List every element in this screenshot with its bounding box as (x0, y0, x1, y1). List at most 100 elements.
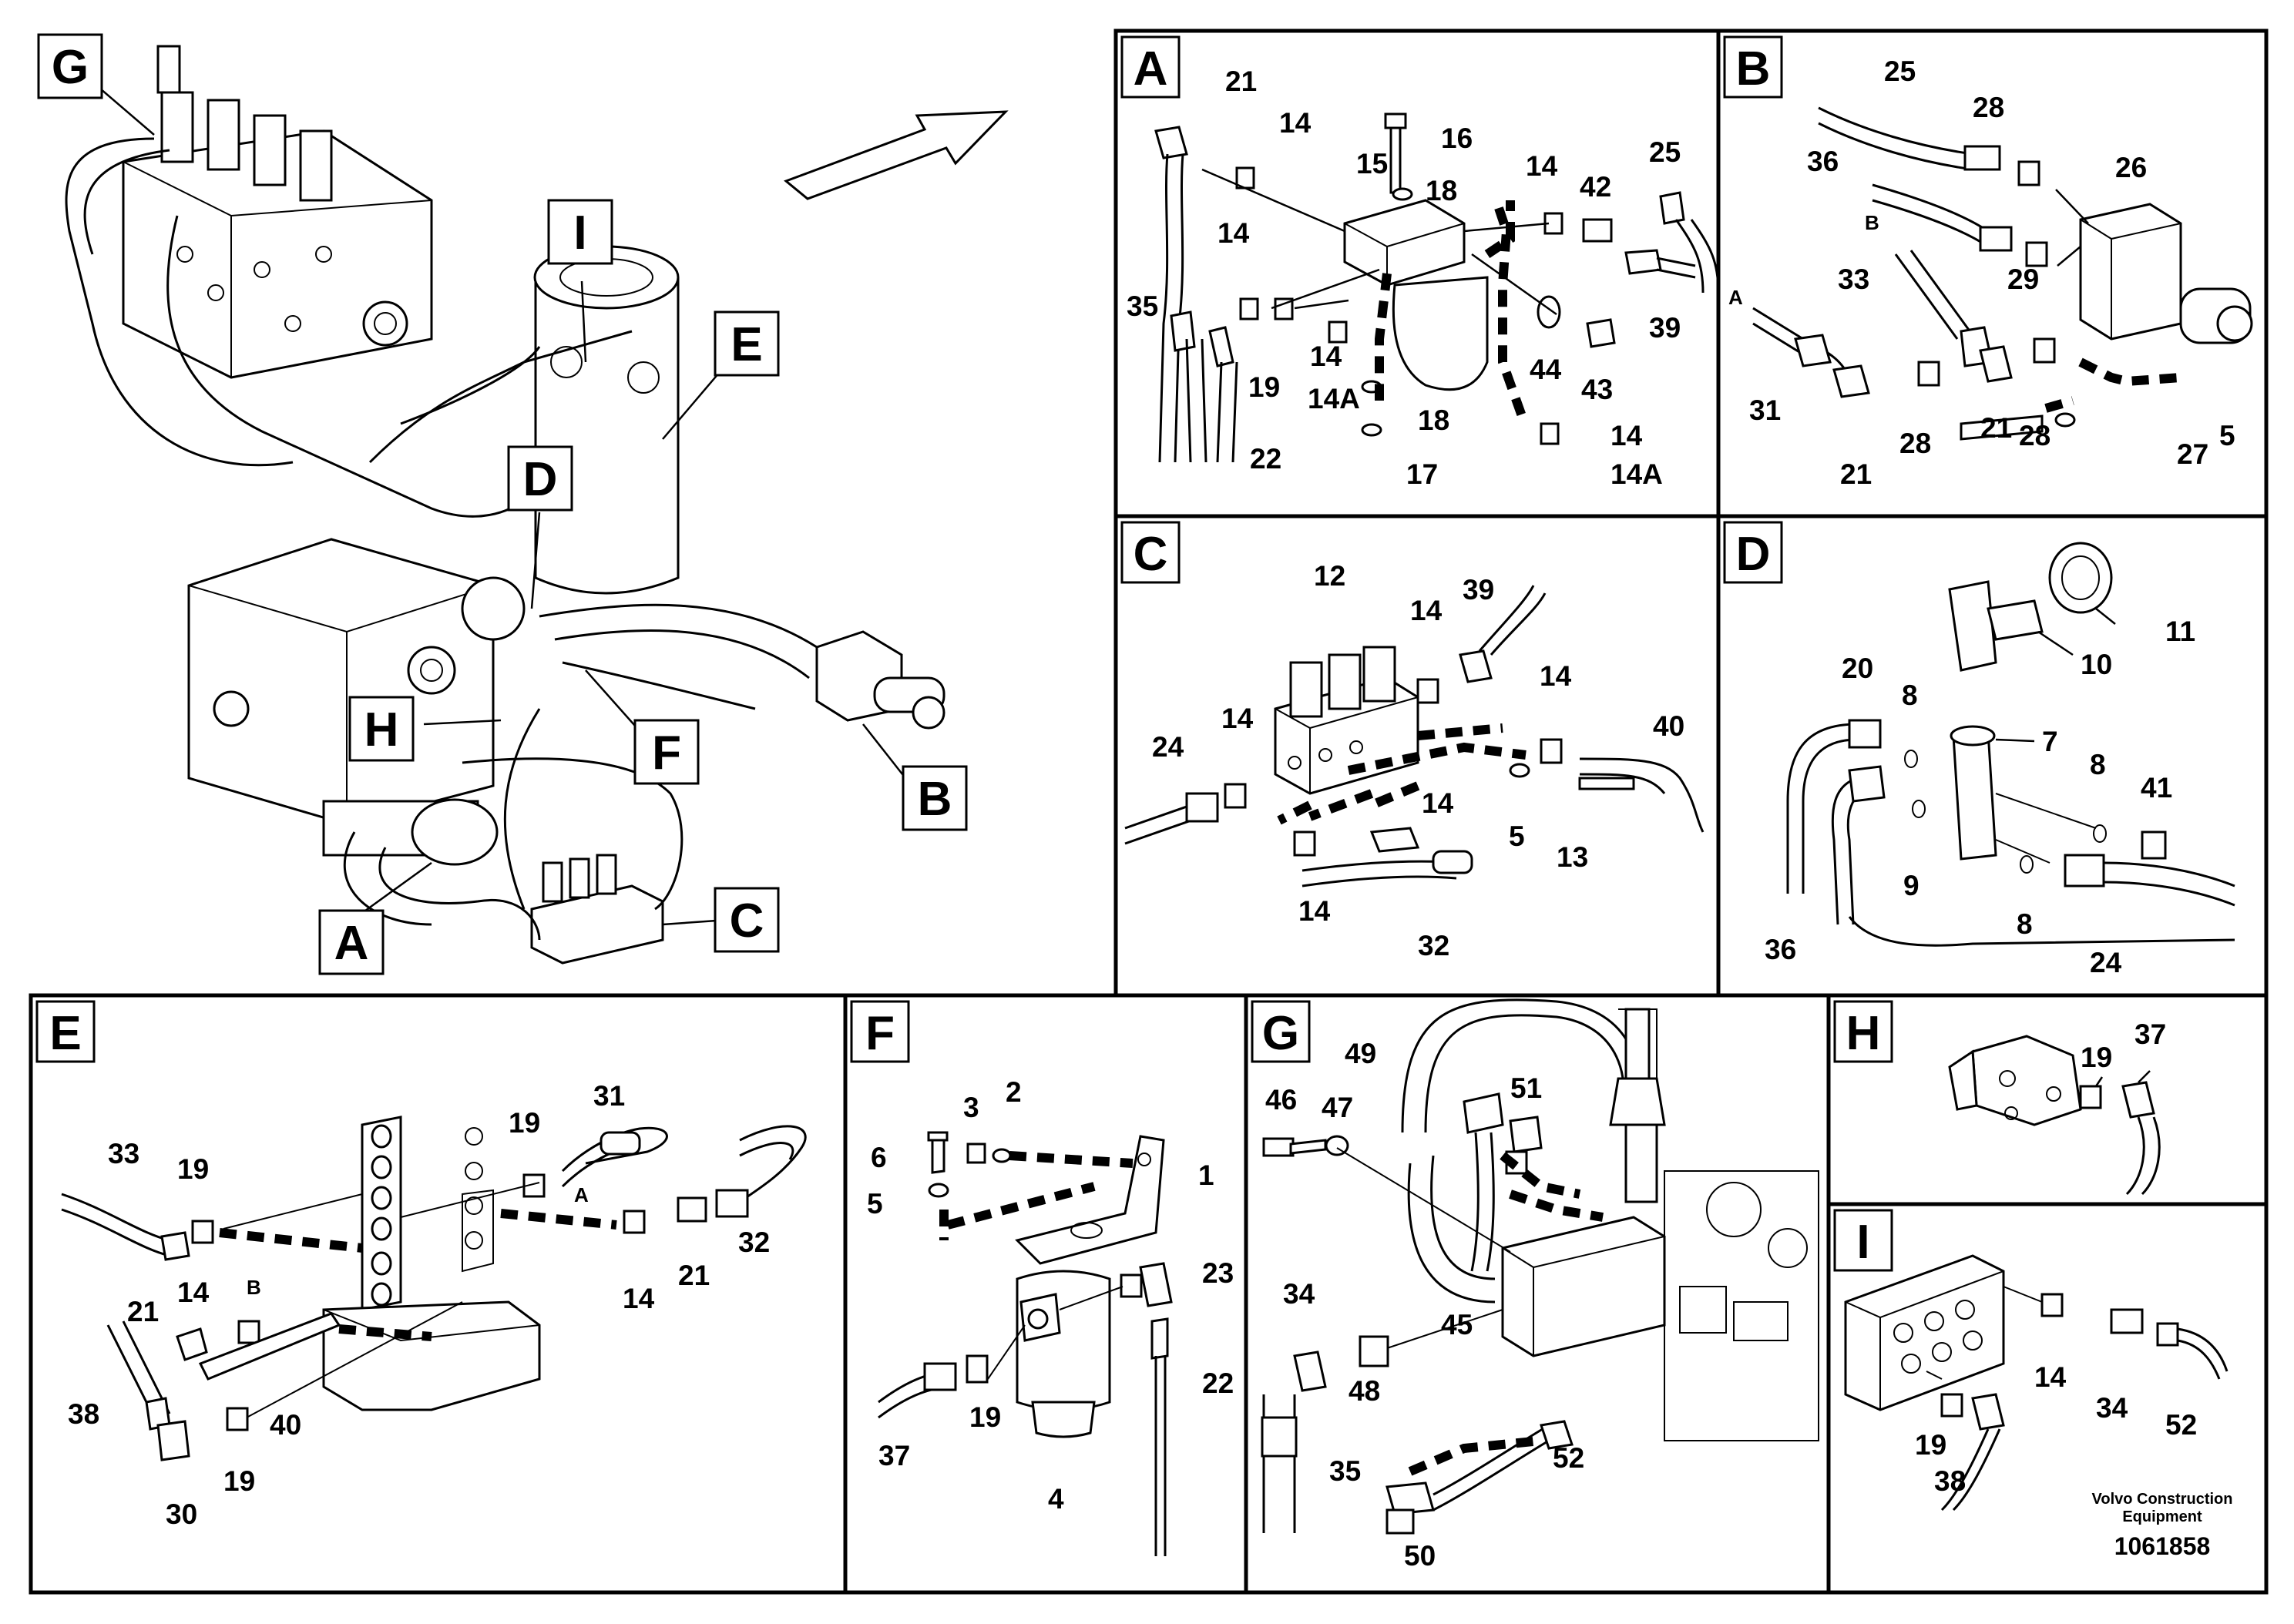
panel-i-label: 19 (1915, 1429, 1946, 1461)
panel-f-label: 4 (1048, 1483, 1064, 1515)
panel-h-title: H (1833, 1000, 1893, 1063)
panel-i-label: 34 (2096, 1392, 2128, 1424)
panel-a-label: 44 (1530, 354, 1562, 385)
panel-i-labels: 14 34 52 19 38 (1915, 1361, 2197, 1497)
panel-a-label: 14 (1279, 107, 1312, 139)
panel-h-label: 19 (2081, 1042, 2112, 1073)
panel-g-title: G (1251, 1000, 1311, 1063)
panel-e-title: E (35, 1000, 96, 1063)
drawing-number: 1061858 (2114, 1532, 2211, 1560)
callout-e: E (714, 310, 780, 377)
overview-illustration: G I E D H F B A (37, 33, 1009, 975)
panel-a-drawing (1154, 112, 1720, 463)
panel-d-label: 11 (2165, 616, 2195, 647)
panel-b-title: B (1723, 35, 1783, 99)
panel-c-label: 14 (1298, 895, 1331, 927)
callout-f-text: F (652, 726, 681, 780)
panel-f-label: 1 (1198, 1159, 1214, 1191)
panel-a-labels: 21 14 16 15 18 14 42 25 14 35 19 14 14A … (1127, 65, 1681, 490)
callout-d: D (507, 445, 573, 512)
panel-e-label: 19 (223, 1465, 255, 1497)
brand-line-1: Volvo Construction (2092, 1491, 2233, 1508)
panel-b-label: B (1865, 211, 1879, 234)
overview-hoses (65, 137, 818, 941)
panel-a-label: 14 (1611, 420, 1643, 451)
footer-block: Volvo Construction Equipment 1061858 (2092, 1491, 2233, 1560)
panel-d-label: 8 (2017, 908, 2033, 940)
callout-d-text: D (523, 453, 558, 506)
panel-g-labels: 49 46 47 51 34 45 48 35 52 50 (1265, 1038, 1584, 1572)
callout-a-leader (361, 861, 432, 914)
panel-e-label: 31 (593, 1080, 625, 1112)
panel-b-label: 28 (1973, 92, 2004, 123)
callout-a-text: A (334, 917, 369, 970)
panel-e-label: 38 (68, 1398, 99, 1430)
panel-f-label: 5 (867, 1188, 883, 1220)
panel-b-labels: 25 28 36 26 B 33 29 A 31 21 28 21 28 27 … (1728, 55, 2235, 490)
panel-c-label: 39 (1463, 574, 1494, 606)
panel-e-label: 21 (127, 1296, 159, 1327)
panel-d-label: 36 (1765, 934, 1796, 965)
panel-g-label: 51 (1510, 1072, 1542, 1104)
panel-c-label: 13 (1557, 841, 1588, 873)
panel-a-label: 25 (1649, 136, 1681, 168)
panel-b-label: 36 (1807, 146, 1839, 177)
panel-d-label: 9 (1903, 870, 1920, 901)
panel-b-label: 28 (1899, 428, 1931, 459)
panel-h-drawing (1948, 1035, 2161, 1196)
panel-f-title: F (850, 1000, 910, 1063)
solenoid-valve-assembly (530, 854, 664, 965)
panel-d-label: 41 (2141, 772, 2172, 804)
callout-g-leader (99, 88, 155, 136)
panel-c-labels: 12 14 39 14 40 24 14 14 5 13 14 32 (1152, 560, 1684, 961)
callout-i-leader (580, 280, 587, 363)
panel-c-label: 40 (1653, 710, 1684, 742)
panel-g-label: 49 (1345, 1038, 1376, 1069)
panel-c-label: 14 (1422, 787, 1454, 819)
callout-c: C (714, 887, 780, 953)
panel-f-label: 6 (871, 1142, 887, 1173)
panel-d-label: 8 (2090, 749, 2106, 780)
right-valve (815, 630, 945, 730)
callout-h-text: H (364, 703, 399, 757)
brand-line-2: Equipment (2122, 1508, 2202, 1525)
panel-h-label: 37 (2134, 1018, 2166, 1050)
panel-a-label: 14A (1308, 383, 1360, 414)
panel-c-label: 32 (1418, 930, 1449, 961)
panel-f-label: 37 (878, 1440, 910, 1471)
panel-a-label: 14 (1218, 217, 1250, 249)
panel-d-title-text: D (1736, 528, 1771, 581)
panel-i-label: 38 (1934, 1465, 1966, 1497)
panel-a-label: 14 (1310, 341, 1342, 372)
panel-d-labels: 11 10 20 8 7 8 41 9 8 36 24 (1765, 616, 2195, 978)
callout-h: H (348, 696, 415, 762)
panel-g-label: 47 (1322, 1092, 1353, 1123)
panel-a-label: 18 (1418, 404, 1449, 436)
panel-g-label: 50 (1404, 1540, 1436, 1572)
panel-b-label: 31 (1749, 394, 1781, 426)
panel-g-label: 48 (1349, 1375, 1380, 1407)
panel-e-frame (29, 993, 848, 1595)
panel-e-label: 33 (108, 1138, 139, 1169)
panel-h-labels: 19 37 (2081, 1018, 2166, 1073)
panel-a-label: 18 (1426, 175, 1457, 206)
panel-a-label: 22 (1250, 443, 1281, 475)
panel-b-label: 29 (2007, 263, 2039, 295)
panel-f-label: 19 (969, 1401, 1001, 1433)
panel-g-label: 34 (1283, 1278, 1315, 1310)
direction-arrow (784, 110, 1009, 200)
panel-c-drawing (1124, 585, 1705, 887)
panel-b-drawing (1752, 106, 2253, 441)
panel-g-label: 46 (1265, 1084, 1297, 1116)
callout-f: F (633, 719, 700, 785)
panel-a-label: 15 (1356, 148, 1388, 180)
panel-d-label: 7 (2042, 726, 2058, 757)
panel-c-title-text: C (1134, 528, 1168, 581)
panel-f-label: 3 (963, 1092, 979, 1123)
callout-g: G (37, 33, 103, 99)
panel-a-label: 14A (1611, 458, 1663, 490)
panel-b-label: 21 (1840, 458, 1872, 490)
panel-f-drawing (878, 1131, 1173, 1556)
callout-i-text: I (573, 206, 586, 260)
